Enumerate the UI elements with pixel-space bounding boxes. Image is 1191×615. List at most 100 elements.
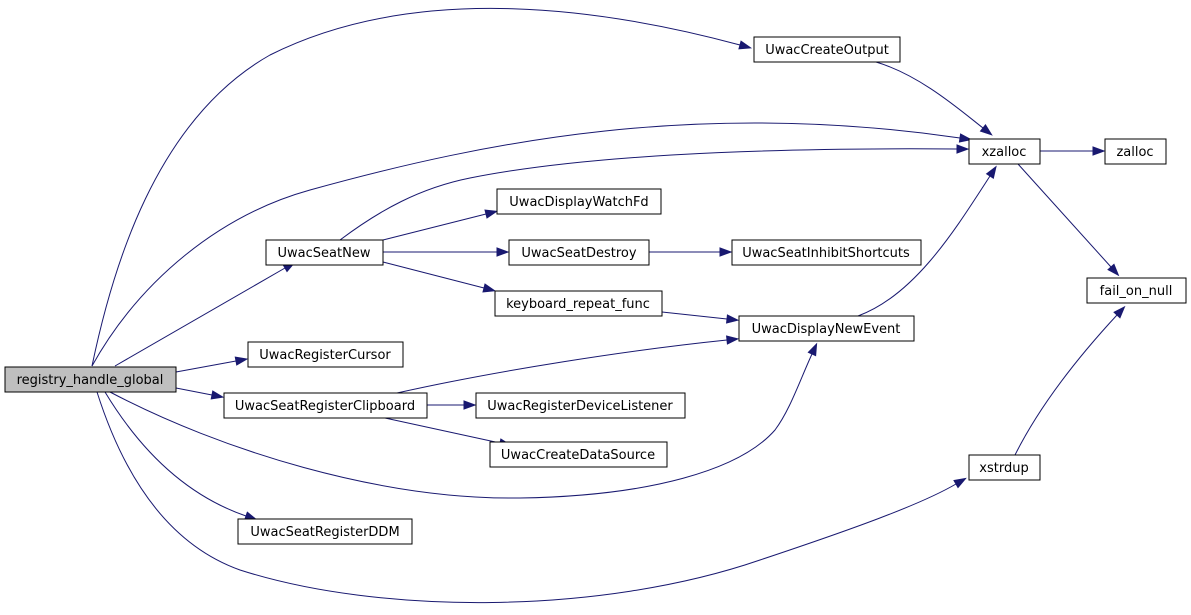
node-keyboard-repeat-func[interactable]: keyboard_repeat_func <box>494 290 663 317</box>
node-uwac-seat-inhibit-shortcuts[interactable]: UwacSeatInhibitShortcuts <box>731 239 922 266</box>
node-label: UwacCreateOutput <box>765 43 889 58</box>
node-uwac-register-device-listener[interactable]: UwacRegisterDeviceListener <box>475 392 686 419</box>
node-label: registry_handle_global <box>17 373 164 388</box>
arrowhead <box>1107 263 1120 277</box>
edge-line <box>382 261 485 289</box>
edge-line <box>857 175 991 317</box>
arrowhead <box>979 123 993 136</box>
arrowhead <box>496 247 510 257</box>
edge-line <box>104 391 247 517</box>
node-box <box>494 290 663 317</box>
edge-line <box>382 213 487 241</box>
edge-xzalloc-to-zalloc <box>1040 146 1106 156</box>
edge-line <box>109 353 813 499</box>
edge-uwac-create-output-to-xzalloc <box>875 61 993 136</box>
arrowhead <box>1092 146 1106 156</box>
edge-line <box>175 360 237 373</box>
call-edges <box>91 8 1126 604</box>
edge-registry-handle-global-to-uwac-create-output <box>91 8 753 367</box>
node-label: UwacSeatNew <box>278 246 371 261</box>
edge-line <box>661 311 728 320</box>
edge-line <box>1017 163 1112 268</box>
arrowhead <box>725 314 740 324</box>
edge-xzalloc-to-fail-on-null <box>1017 163 1120 277</box>
edge-uwac-display-new-event-to-xzalloc <box>857 165 997 317</box>
edge-uwac-seat-register-clipboard-to-uwac-display-new-event <box>396 335 740 394</box>
arrowhead <box>953 477 967 489</box>
edge-uwac-seat-new-to-uwac-display-watch-fd <box>382 209 499 241</box>
node-label: UwacCreateDataSource <box>501 448 655 463</box>
node-box <box>968 138 1041 165</box>
node-label: xzalloc <box>982 145 1027 160</box>
arrowhead <box>484 209 499 219</box>
node-fail-on-null[interactable]: fail_on_null <box>1086 277 1187 304</box>
node-box <box>508 239 650 266</box>
node-uwac-register-cursor[interactable]: UwacRegisterCursor <box>247 341 404 368</box>
node-uwac-seat-register-ddm[interactable]: UwacSeatRegisterDDM <box>237 518 413 545</box>
node-box <box>1086 277 1187 304</box>
edge-uwac-seat-register-clipboard-to-uwac-register-device-listener <box>427 400 477 410</box>
node-box <box>265 239 384 266</box>
edge-registry-handle-global-to-uwac-display-new-event <box>109 342 818 499</box>
edge-line <box>1014 314 1118 456</box>
arrowhead <box>985 165 997 179</box>
node-label: fail_on_null <box>1100 284 1173 299</box>
node-uwac-display-new-event[interactable]: UwacDisplayNewEvent <box>738 315 915 342</box>
node-box <box>753 36 901 63</box>
edge-line <box>875 61 984 129</box>
edge-line <box>96 391 957 604</box>
node-box <box>4 366 177 393</box>
edge-line <box>91 122 961 367</box>
node-registry-handle-global[interactable]: registry_handle_global <box>4 366 177 393</box>
edge-uwac-seat-new-to-uwac-seat-destroy <box>383 247 510 257</box>
node-uwac-seat-destroy[interactable]: UwacSeatDestroy <box>508 239 650 266</box>
node-uwac-create-output[interactable]: UwacCreateOutput <box>753 36 901 63</box>
edge-keyboard-repeat-func-to-uwac-display-new-event <box>661 311 740 324</box>
edge-registry-handle-global-to-uwac-seat-register-clipboard <box>175 387 225 400</box>
function-nodes: registry_handle_global UwacCreateOutput … <box>4 36 1187 545</box>
node-box <box>247 341 404 368</box>
node-label: UwacRegisterDeviceListener <box>487 399 673 414</box>
arrowhead <box>726 335 740 345</box>
node-label: UwacSeatInhibitShortcuts <box>742 246 910 261</box>
edge-uwac-seat-destroy-to-uwac-seat-inhibit-shortcuts <box>649 247 733 257</box>
node-xstrdup[interactable]: xstrdup <box>968 454 1041 481</box>
node-label: keyboard_repeat_func <box>506 297 650 312</box>
node-label: xstrdup <box>979 461 1028 476</box>
edge-line <box>91 8 741 367</box>
node-box <box>475 392 686 419</box>
arrowhead <box>807 342 818 357</box>
edge-registry-handle-global-to-xzalloc <box>91 122 973 367</box>
arrowhead <box>463 400 477 410</box>
edge-line <box>384 417 501 444</box>
node-box <box>731 239 922 266</box>
edge-registry-handle-global-to-uwac-seat-register-ddm <box>104 391 258 521</box>
node-box <box>223 392 428 419</box>
node-box <box>237 518 413 545</box>
node-box <box>496 188 662 215</box>
edge-uwac-seat-new-to-keyboard-repeat-func <box>382 261 497 293</box>
edge-registry-handle-global-to-xstrdup <box>96 391 967 604</box>
node-uwac-seat-register-clipboard[interactable]: UwacSeatRegisterClipboard <box>223 392 428 419</box>
arrowhead <box>738 40 753 50</box>
node-uwac-seat-new[interactable]: UwacSeatNew <box>265 239 384 266</box>
node-uwac-display-watch-fd[interactable]: UwacDisplayWatchFd <box>496 188 662 215</box>
node-zalloc[interactable]: zalloc <box>1104 138 1167 165</box>
arrowhead <box>234 356 249 366</box>
edge-line <box>339 148 958 241</box>
edge-uwac-seat-new-to-xzalloc <box>339 144 970 241</box>
node-label: UwacDisplayNewEvent <box>752 322 901 337</box>
node-uwac-create-data-source[interactable]: UwacCreateDataSource <box>489 441 668 468</box>
node-label: UwacSeatRegisterDDM <box>250 525 399 540</box>
node-box <box>489 441 668 468</box>
node-label: zalloc <box>1116 145 1153 160</box>
node-box <box>968 454 1041 481</box>
edge-xstrdup-to-fail-on-null <box>1014 305 1126 456</box>
node-xzalloc[interactable]: xzalloc <box>968 138 1041 165</box>
node-label: UwacRegisterCursor <box>259 348 391 363</box>
arrowhead <box>210 390 225 400</box>
node-label: UwacDisplayWatchFd <box>509 195 648 210</box>
node-label: UwacSeatRegisterClipboard <box>235 399 415 414</box>
arrowhead <box>1113 305 1126 319</box>
